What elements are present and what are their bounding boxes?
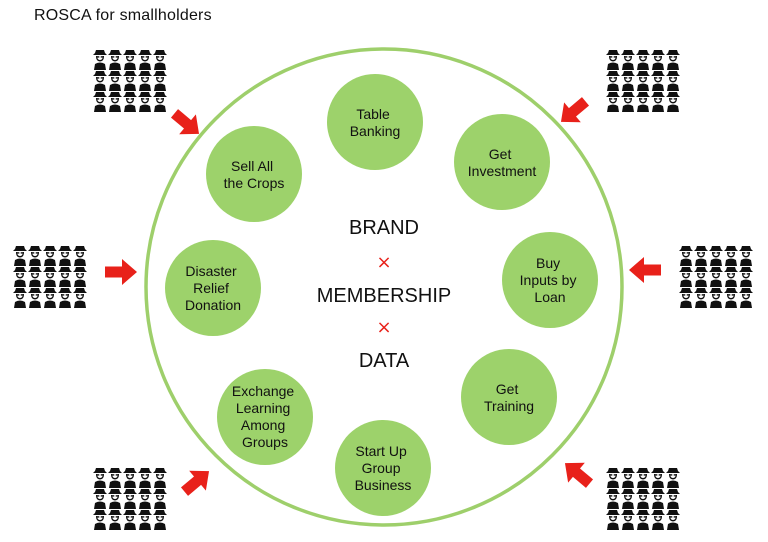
activity-label-line: Get <box>496 381 519 397</box>
activity-bubble <box>217 369 313 465</box>
center-brand: BRAND <box>349 217 419 239</box>
community-ring <box>144 47 624 527</box>
activity-label-line: Learning <box>236 400 291 416</box>
activity-label: Get Training <box>484 381 534 414</box>
crowd-icon <box>606 50 680 112</box>
activity-label: Get Investment <box>468 146 537 179</box>
activity-table-banking: Table Banking <box>327 74 423 170</box>
center-membership: MEMBERSHIP <box>317 285 451 307</box>
activity-bubble <box>327 74 423 170</box>
arrow-down-right-icon <box>166 103 208 144</box>
activity-disaster-relief-donation: Disaster Relief Donation <box>165 240 261 336</box>
activity-label: Start Up Group Business <box>355 443 412 493</box>
activity-label: Sell All the Crops <box>224 158 285 191</box>
activity-label-line: Training <box>484 398 534 414</box>
activity-label-line: Banking <box>350 123 401 139</box>
activity-label-line: Buy <box>536 255 560 271</box>
activity-label-line: Groups <box>242 434 288 450</box>
activity-bubble <box>454 114 550 210</box>
crowd-icon <box>93 468 167 530</box>
activity-buy-inputs-by-loan: Buy Inputs by Loan <box>502 232 598 328</box>
activity-label-line: Disaster <box>185 263 237 279</box>
activity-label-line: Exchange <box>232 383 294 399</box>
activity-label-line: Sell All <box>231 158 273 174</box>
center-data: DATA <box>359 350 410 372</box>
arrow-up-left-icon <box>556 453 598 494</box>
activity-label-line: Relief <box>193 280 229 296</box>
cross-icon: × <box>376 252 391 273</box>
activity-bubble <box>461 349 557 445</box>
activity-label-line: the Crops <box>224 175 285 191</box>
activity-label: Exchange Learning Among Groups <box>232 383 298 450</box>
activity-start-up-group-business: Start Up Group Business <box>335 420 431 516</box>
arrow-up-right-icon <box>176 461 218 502</box>
activity-bubble <box>502 232 598 328</box>
activity-label-line: Business <box>355 477 412 493</box>
activity-get-investment: Get Investment <box>454 114 550 210</box>
activity-label: Disaster Relief Donation <box>185 263 241 313</box>
crowd-icon <box>13 246 87 308</box>
activity-label-line: Among <box>241 417 285 433</box>
arrow-right-icon <box>105 259 137 285</box>
activity-label-line: Start Up <box>355 443 407 459</box>
crowd-icon <box>606 468 680 530</box>
activity-label: Buy Inputs by Loan <box>520 255 581 305</box>
activity-label-line: Table <box>356 106 390 122</box>
crowd-icon <box>679 246 753 308</box>
activity-label-line: Inputs by <box>520 272 577 288</box>
activity-sell-all-the-crops: Sell All the Crops <box>206 126 302 222</box>
activity-bubble <box>335 420 431 516</box>
crowd-icon <box>93 50 167 112</box>
center-statement: BRAND × MEMBERSHIP × DATA <box>317 217 451 372</box>
activity-exchange-learning: Exchange Learning Among Groups <box>217 369 313 465</box>
arrow-left-icon <box>629 257 661 283</box>
activity-bubble <box>165 240 261 336</box>
page-title: ROSCA for smallholders <box>34 7 212 24</box>
activity-label-line: Donation <box>185 297 241 313</box>
activity-get-training: Get Training <box>461 349 557 445</box>
activity-label-line: Get <box>489 146 512 162</box>
activity-label-line: Group <box>362 460 401 476</box>
activity-label-line: Investment <box>468 163 537 179</box>
activity-bubble <box>206 126 302 222</box>
activity-label: Table Banking <box>350 106 401 139</box>
activity-label-line: Loan <box>534 289 565 305</box>
activity-bubbles: Table Banking Get Investment Buy Inputs … <box>165 74 598 516</box>
cross-icon: × <box>376 317 391 338</box>
